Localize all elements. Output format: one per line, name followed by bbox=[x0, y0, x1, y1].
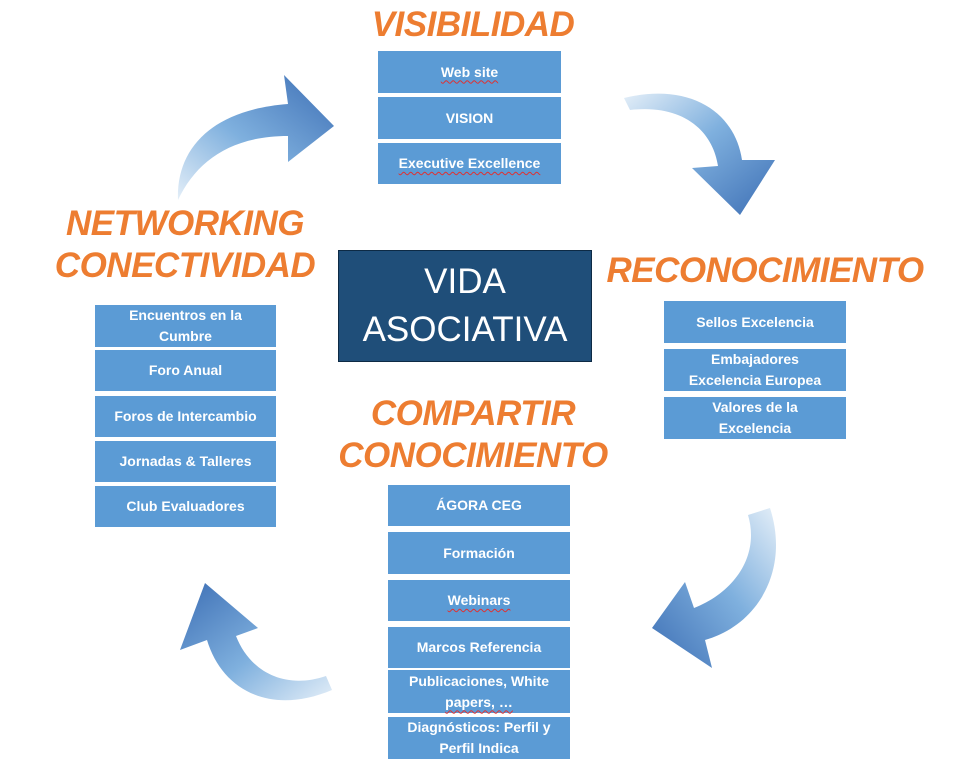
networking-item-jornadas-talleres: Jornadas & Talleres bbox=[95, 441, 276, 482]
visibilidad-heading: VISIBILIDAD bbox=[371, 5, 575, 44]
arrow-visibilidad-to-reconocimiento bbox=[624, 93, 775, 215]
visibilidad-item-vision: VISION bbox=[378, 97, 561, 139]
compartir-item-formacion: Formación bbox=[388, 532, 570, 574]
arrow-reconocimiento-to-compartir bbox=[652, 508, 777, 668]
networking-item-foro-anual: Foro Anual bbox=[95, 350, 276, 391]
networking-item-foros-intercambio: Foros de Intercambio bbox=[95, 396, 276, 437]
reconocimiento-item-sellos: Sellos Excelencia bbox=[664, 301, 846, 343]
arrow-networking-to-visibilidad bbox=[177, 75, 334, 200]
visibilidad-item-web-site: Web site bbox=[378, 51, 561, 93]
networking-item-club-evaluadores: Club Evaluadores bbox=[95, 486, 276, 527]
vida-asociativa-center: VIDA ASOCIATIVA bbox=[338, 250, 592, 362]
reconocimiento-heading: RECONOCIMIENTO bbox=[606, 251, 924, 290]
visibilidad-item-executive-excellence: Executive Excellence bbox=[378, 143, 561, 184]
compartir-item-agora: ÁGORA CEG bbox=[388, 485, 570, 526]
arrow-compartir-to-networking bbox=[180, 583, 332, 701]
compartir-heading: COMPARTIR CONOCIMIENTO bbox=[338, 394, 608, 475]
center-line-2: ASOCIATIVA bbox=[362, 310, 568, 349]
center-line-1: VIDA bbox=[424, 262, 506, 301]
networking-heading: NETWORKING CONECTIVIDAD bbox=[54, 204, 316, 285]
compartir-item-marcos-referencia: Marcos Referencia bbox=[388, 627, 570, 668]
compartir-item-webinars: Webinars bbox=[388, 580, 570, 621]
